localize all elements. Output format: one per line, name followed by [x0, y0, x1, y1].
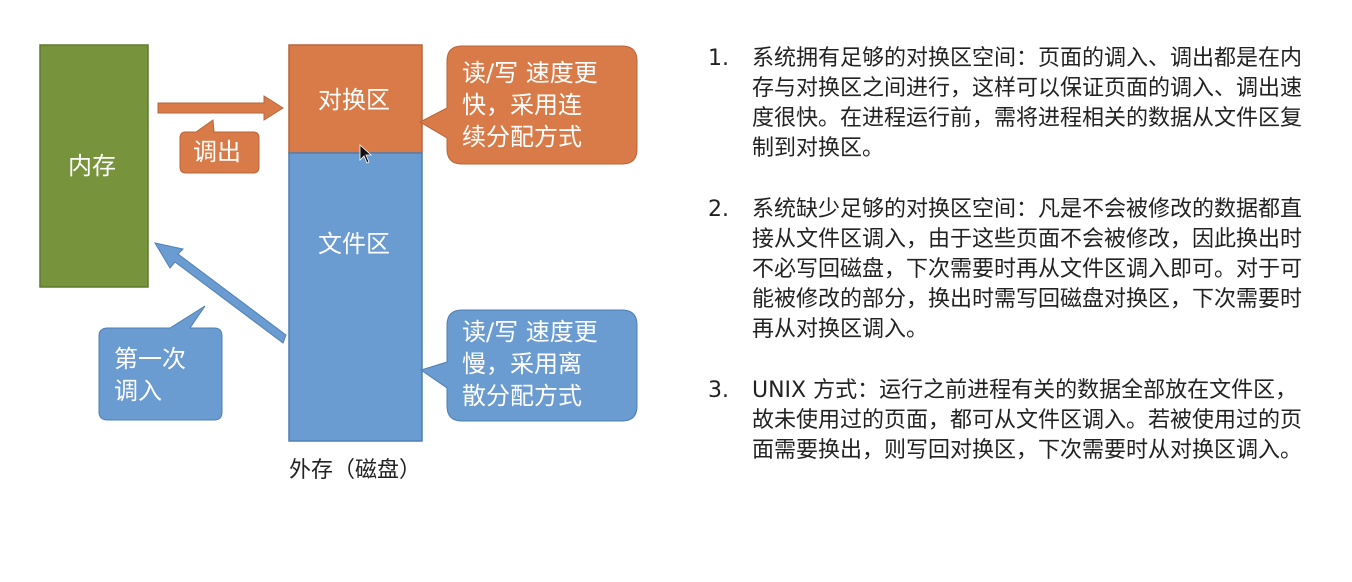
list-item-text: 系统缺少足够的对换区空间：凡是不会被修改的数据都直接从文件区调入，由于这些页面不…: [752, 197, 1303, 342]
callout-file-speed-shape: [419, 309, 638, 422]
swap-area-label: 对换区: [318, 86, 390, 114]
memory-block: [39, 44, 149, 288]
callout-file-speed-line-1: 读/写 速度更: [462, 318, 598, 346]
memory-label: 内存: [68, 152, 116, 180]
first-load-arrow: [153, 242, 287, 344]
list-item-text: 系统拥有足够的对换区空间：页面的调入、调出都是在内存与对换区之间进行，这样可以保…: [752, 46, 1303, 161]
list-item-number: 2.: [708, 197, 729, 222]
list-item-text: UNIX 方式：运行之前进程有关的数据全部放在文件区，故未使用过的页面，都可从文…: [752, 378, 1303, 463]
paging-swap-diagram: [39, 44, 638, 442]
callout-first-load-line-2: 调入: [114, 377, 162, 405]
callout-swap-speed-line-1: 读/写 速度更: [462, 59, 598, 87]
list-item-number: 1.: [708, 46, 729, 71]
list-item: 2. 系统缺少足够的对换区空间：凡是不会被修改的数据都直接从文件区调入，由于这些…: [708, 195, 1308, 345]
callout-swap-out-shape: [179, 119, 260, 174]
list-item-number: 3.: [708, 378, 729, 403]
callout-swap-speed-line-3: 续分配方式: [462, 123, 582, 151]
file-area-block: [288, 152, 423, 442]
mouse-cursor-icon: [359, 144, 373, 164]
callout-swap-out-text: 调出: [193, 138, 241, 166]
file-area-label: 文件区: [318, 230, 390, 258]
callout-first-load-shape: [98, 305, 223, 421]
list-item: 1. 系统拥有足够的对换区空间：页面的调入、调出都是在内存与对换区之间进行，这样…: [708, 44, 1308, 164]
callout-first-load-line-1: 第一次: [114, 345, 186, 373]
strategy-list: 1. 系统拥有足够的对换区空间：页面的调入、调出都是在内存与对换区之间进行，这样…: [708, 44, 1308, 497]
callout-file-speed-line-2: 慢，采用离: [462, 350, 582, 378]
swap-out-arrow: [157, 95, 284, 121]
callout-swap-speed-line-2: 快，采用连: [462, 91, 582, 119]
list-item: 3. UNIX 方式：运行之前进程有关的数据全部放在文件区，故未使用过的页面，都…: [708, 376, 1308, 466]
callout-swap-speed-shape: [418, 45, 638, 165]
callout-file-speed-line-3: 散分配方式: [462, 382, 582, 410]
swap-area-block: [288, 44, 423, 154]
disk-label: 外存（磁盘）: [289, 458, 422, 483]
